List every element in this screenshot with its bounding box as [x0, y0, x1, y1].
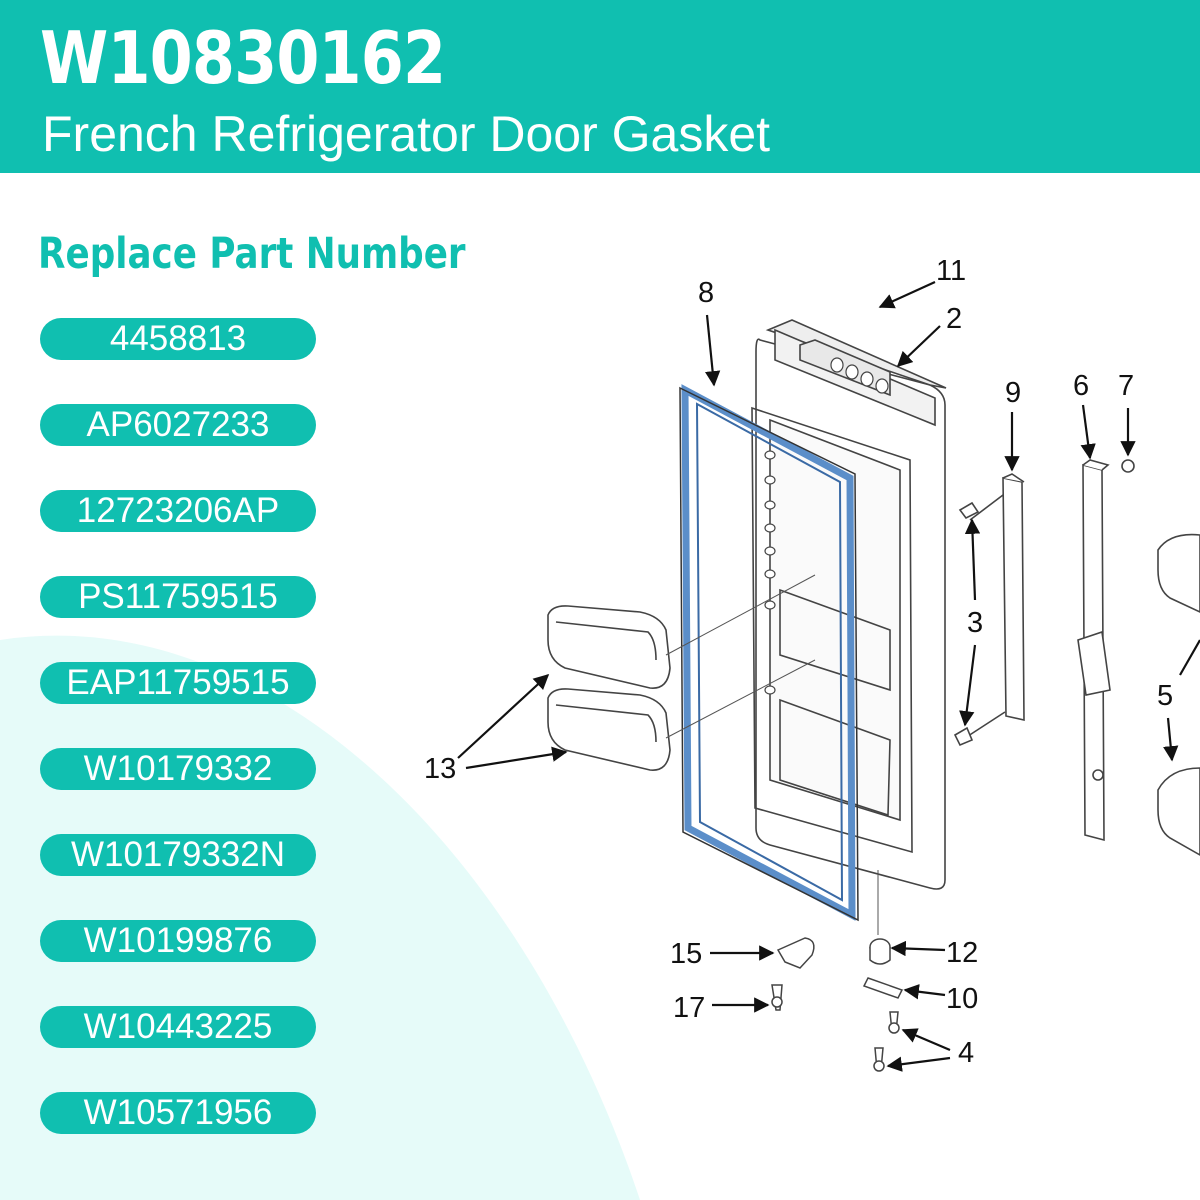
- door-bins: [547, 605, 671, 771]
- part-number-pill: AP6027233: [40, 404, 316, 446]
- side-bins: [1157, 533, 1200, 856]
- callout-label: 15: [670, 938, 702, 970]
- replace-part-heading: Replace Part Number: [38, 229, 466, 279]
- callout-label: 8: [698, 277, 714, 309]
- part-number-pill: EAP11759515: [40, 662, 316, 704]
- door-panel: [751, 319, 947, 890]
- callout-label: 4: [958, 1037, 974, 1069]
- callout-label: 2: [946, 303, 962, 335]
- callout-label: 13: [424, 753, 456, 785]
- product-subtitle: French Refrigerator Door Gasket: [42, 106, 771, 162]
- door-gasket: [679, 384, 859, 922]
- part-number-pill: W10179332N: [40, 834, 316, 876]
- callout-label: 11: [936, 255, 966, 287]
- part-number-pill: W10443225: [40, 1006, 316, 1048]
- callout-label: 6: [1073, 370, 1089, 402]
- callout-label: 5: [1157, 680, 1173, 712]
- callout-label: 7: [1118, 370, 1134, 402]
- part-number-pill: 12723206AP: [40, 490, 316, 532]
- callout-label: 3: [967, 607, 983, 639]
- part-number-pill: 4458813: [40, 318, 316, 360]
- part-number-pill: PS11759515: [40, 576, 316, 618]
- part-number-pill: W10571956: [40, 1092, 316, 1134]
- hinge-bar: [1077, 459, 1135, 842]
- callout-label: 17: [673, 992, 705, 1024]
- callout-label: 10: [946, 983, 978, 1015]
- hardware-parts: [771, 937, 904, 1072]
- callout-label: 12: [946, 937, 978, 969]
- door-handle: [953, 473, 1025, 747]
- part-number-pill: W10179332: [40, 748, 316, 790]
- callout-label: 9: [1005, 377, 1021, 409]
- header-banner: W10830162 French Refrigerator Door Gaske…: [0, 0, 1200, 173]
- part-number-pill: W10199876: [40, 920, 316, 962]
- product-title: W10830162: [40, 16, 446, 100]
- door-dimples: [764, 357, 889, 695]
